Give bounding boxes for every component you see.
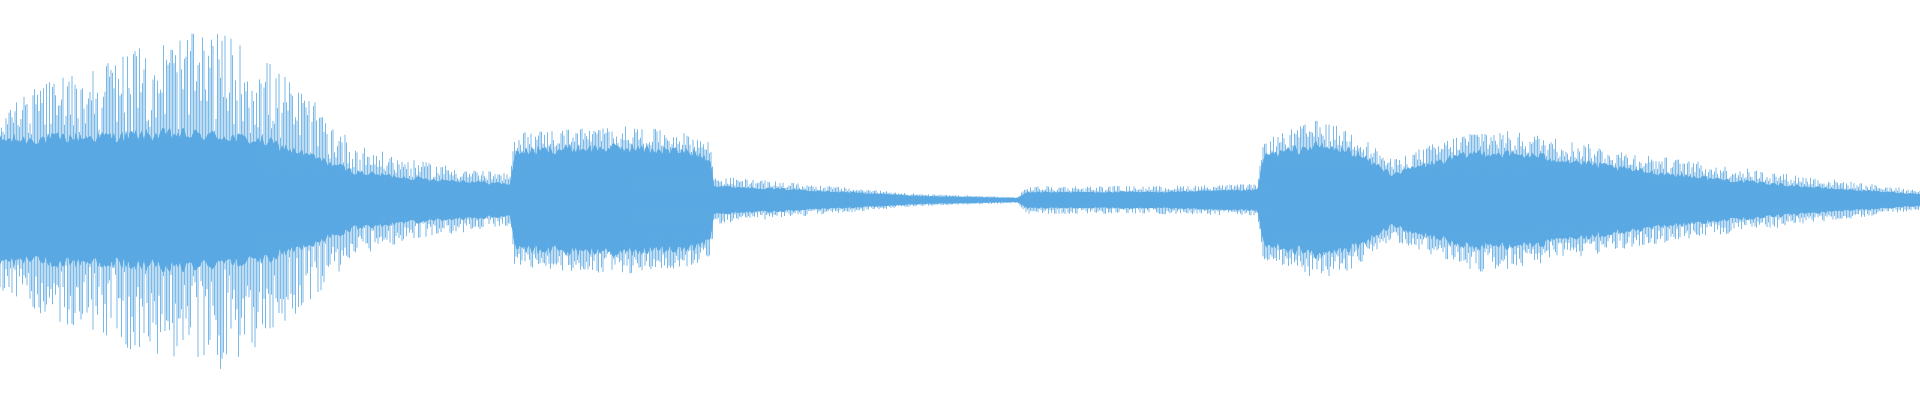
waveform-peaks (0, 33, 1920, 369)
